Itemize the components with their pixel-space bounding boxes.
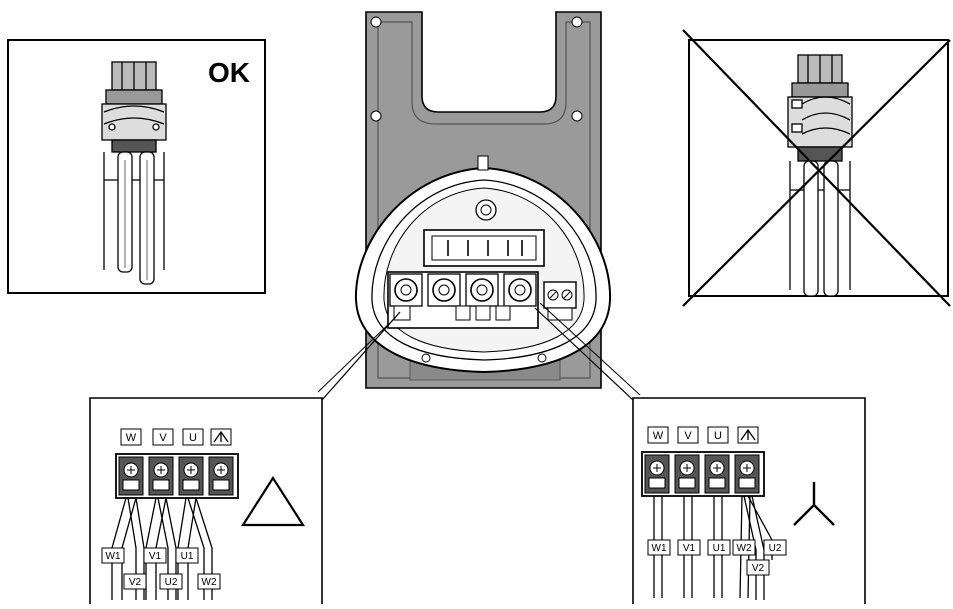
incorrect-panel: [682, 29, 951, 307]
mount-hole: [370, 16, 382, 28]
wire-label-v2: V2: [752, 563, 765, 574]
cable-gland-correct: [101, 61, 167, 285]
delta-terminal-labels: W V U: [120, 428, 232, 446]
wire-label-v2: V2: [129, 577, 142, 588]
ok-label: OK: [208, 57, 250, 88]
terminal-label-v: V: [159, 432, 167, 444]
cross-line-1: [682, 29, 951, 307]
wire-label-w2: W2: [737, 543, 752, 554]
mount-hole: [370, 110, 382, 122]
wire-label-w1: W1: [652, 543, 667, 554]
ground-symbol-icon: [740, 428, 756, 441]
cross-line-2: [682, 39, 951, 307]
delta-panel: W V U: [89, 397, 323, 604]
cable-gland-wrong: [787, 54, 853, 297]
star-terminal-strip: [641, 451, 765, 497]
delta-terminal-strip: [115, 453, 239, 499]
star-symbol-icon: [793, 482, 835, 526]
terminal-label-w: W: [126, 432, 137, 444]
delta-wire-labels: W1 V1 U1 V2 U2 W2: [101, 547, 221, 590]
terminal-label-u: U: [714, 430, 722, 442]
mount-hole: [571, 110, 583, 122]
wire-label-u1: U1: [713, 543, 726, 554]
star-panel-frame: [632, 397, 866, 604]
wire-label-u1: U1: [181, 551, 194, 562]
leader-right: [534, 307, 634, 401]
terminal-label-w: W: [653, 430, 664, 442]
star-terminal-labels: W V U: [647, 426, 759, 444]
wire-label-w2: W2: [202, 577, 217, 588]
delta-panel-frame: [89, 397, 323, 604]
delta-symbol-icon: [240, 475, 306, 527]
terminal-housing: [354, 11, 612, 389]
wire-label-w1: W1: [106, 551, 121, 562]
wire-label-u2: U2: [769, 543, 782, 554]
ground-symbol-icon: [213, 430, 229, 443]
wire-label-u2: U2: [165, 577, 178, 588]
wire-label-v1: V1: [149, 551, 162, 562]
wire-label-v1: V1: [683, 543, 696, 554]
terminal-label-v: V: [684, 430, 692, 442]
ok-panel: OK: [7, 39, 266, 294]
terminal-label-u: U: [189, 432, 197, 444]
star-wire-labels: W1 V1 U1 W2 U2 V2: [647, 539, 787, 576]
mount-hole: [571, 16, 583, 28]
star-panel: W V U: [632, 397, 866, 604]
leader-left: [321, 311, 401, 401]
